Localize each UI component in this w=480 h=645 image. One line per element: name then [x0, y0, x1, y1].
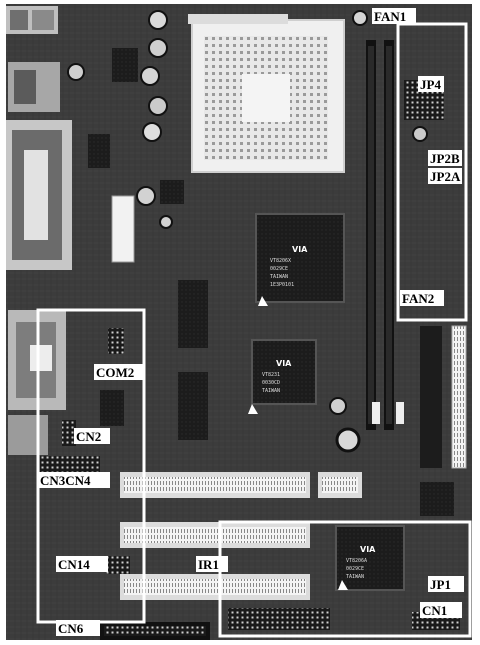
- dimm-slots: [366, 40, 404, 430]
- label-fan2: FAN2: [402, 291, 434, 306]
- io-chip-line-1: VT8206A: [346, 558, 367, 564]
- highlight-box-right: [396, 22, 468, 322]
- north-bridge-line-1: VT8206X: [270, 258, 291, 264]
- label-cn1: CN1: [422, 603, 447, 618]
- north-bridge-chip: VIA VT8206X 0029CE TAIWAN 1E3P0101: [255, 213, 345, 303]
- label-cn6: CN6: [58, 621, 84, 636]
- label-cn2: CN2: [76, 429, 101, 444]
- component-labels: FAN1 JP4 JP2B JP2A FAN2 COM2 CN2 CN3CN4 …: [40, 9, 461, 636]
- north-bridge-brand: VIA: [292, 245, 308, 254]
- rear-io-panel: [6, 6, 72, 455]
- label-ir1: IR1: [198, 557, 219, 572]
- pointer-mark-south: [248, 404, 258, 414]
- atx-power-connector: [111, 195, 135, 263]
- label-backgrounds: [38, 8, 464, 636]
- highlight-boxes: [36, 22, 472, 638]
- ide-connector-2: [420, 326, 442, 468]
- ir-header-bar: [228, 608, 330, 630]
- north-bridge-line-3: TAIWAN: [270, 274, 288, 280]
- pointer-mark-io: [338, 580, 348, 590]
- label-jp2b: JP2B: [430, 151, 460, 166]
- south-bridge-line-3: TAIWAN: [262, 388, 280, 394]
- south-bridge-chip: VIA VT8231 0030CD TAIWAN: [251, 339, 317, 405]
- label-jp4: JP4: [420, 77, 441, 92]
- pointer-mark-north: [258, 296, 268, 306]
- label-cn3cn4: CN3CN4: [40, 473, 91, 488]
- label-jp1: JP1: [430, 577, 451, 592]
- ide-connector: [451, 325, 467, 469]
- highlight-box-bottom: [218, 520, 472, 638]
- label-fan1: FAN1: [374, 9, 406, 24]
- label-com2: COM2: [96, 365, 134, 380]
- south-bridge-line-2: 0030CD: [262, 380, 280, 386]
- capacitors: [67, 10, 428, 453]
- south-bridge-brand: VIA: [276, 359, 292, 368]
- small-ics: [88, 48, 454, 516]
- bottom-edge-pins: [104, 626, 206, 636]
- io-chip-brand: VIA: [360, 545, 376, 554]
- cpu-socket: [188, 14, 345, 173]
- label-jp2a: JP2A: [430, 169, 461, 184]
- south-bridge-line-1: VT8231: [262, 372, 280, 378]
- io-chip-line-2: 0029CE: [346, 566, 364, 572]
- label-cn14: CN14: [58, 557, 90, 572]
- north-bridge-line-4: 1E3P0101: [270, 282, 294, 288]
- io-chip: VIA VT8206A 0029CE TAIWAN: [335, 525, 405, 591]
- io-chip-line-3: TAIWAN: [346, 574, 364, 580]
- pci-slots: [120, 472, 362, 600]
- north-bridge-line-2: 0029CE: [270, 266, 288, 272]
